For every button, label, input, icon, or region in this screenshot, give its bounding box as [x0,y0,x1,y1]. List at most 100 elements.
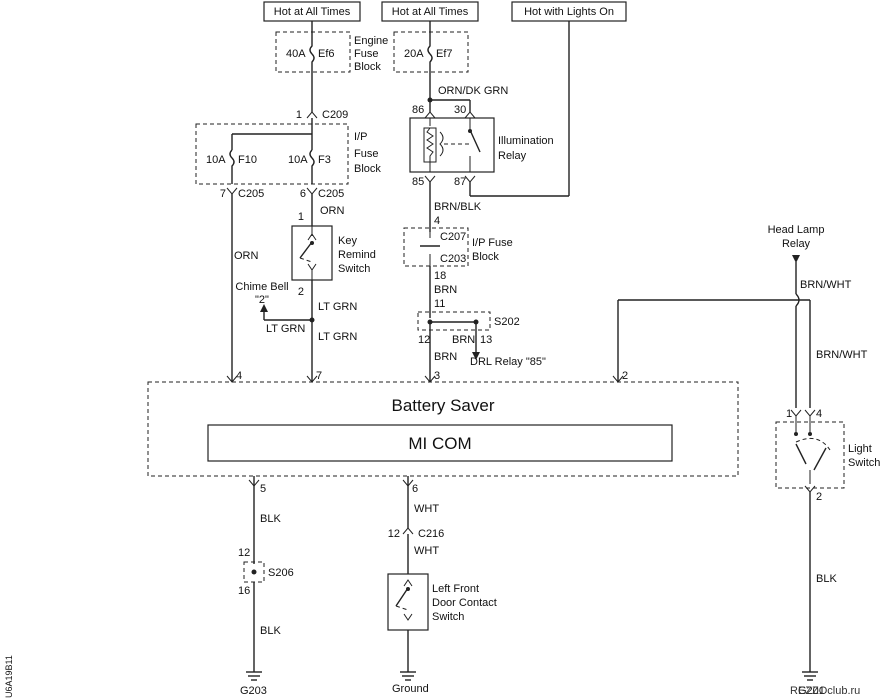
battery-saver-title: Battery Saver [392,396,495,415]
svg-text:12: 12 [238,547,250,559]
svg-text:86: 86 [412,104,424,116]
svg-text:1: 1 [298,211,304,223]
svg-text:I/P Fuse: I/P Fuse [472,237,513,249]
svg-text:Fuse: Fuse [354,48,378,60]
engine-fuse-block: 40A Ef6 Engine Fuse Block [275,31,388,73]
svg-text:6: 6 [300,188,306,200]
svg-text:Hot with Lights On: Hot with Lights On [524,6,614,18]
svg-text:20A: 20A [404,48,424,60]
svg-text:Ef6: Ef6 [318,48,335,60]
source-hot-always-2: Hot at All Times [381,1,479,22]
svg-text:3: 3 [434,370,440,382]
svg-text:Engine: Engine [354,35,388,47]
ground-g203: G203 [240,671,267,697]
watermark: REZZOclub.ru [790,685,860,697]
wire-label-wht-2: WHT [414,545,439,557]
svg-text:1: 1 [786,408,792,420]
svg-text:85: 85 [412,176,424,188]
svg-text:2: 2 [622,370,628,382]
svg-text:40A: 40A [286,48,306,60]
svg-text:Switch: Switch [848,457,880,469]
svg-text:C207: C207 [440,231,466,243]
light-switch: 1 4 Light Switch 2 [775,408,880,503]
wire-label-brn-wht-1: BRN/WHT [800,279,852,291]
svg-text:6: 6 [412,483,418,495]
svg-text:Head Lamp: Head Lamp [768,224,825,236]
wire-label-ltgrn-1: LT GRN [318,301,357,313]
svg-text:16: 16 [238,585,250,597]
side-code: U6A19B11 [4,655,14,698]
micom-label: MI COM [408,434,471,453]
svg-text:Block: Block [472,251,499,263]
wire-label-ltgrn-2: LT GRN [266,323,305,335]
wire-label-brn-1: BRN [434,284,457,296]
svg-text:Switch: Switch [338,263,370,275]
wire-label-brn-blk: BRN/BLK [434,201,482,213]
wire-label-orn-dkgrn: ORN/DK GRN [438,85,508,97]
svg-text:Remind: Remind [338,249,376,261]
svg-text:C216: C216 [418,528,444,540]
source-hot-lights-on: Hot with Lights On [511,1,627,22]
svg-text:5: 5 [260,483,266,495]
svg-text:13: 13 [480,334,492,346]
svg-text:7: 7 [316,370,322,382]
svg-text:2: 2 [816,491,822,503]
svg-text:I/P: I/P [354,131,367,143]
svg-text:7: 7 [220,188,226,200]
source-hot-always-1: Hot at All Times [263,1,361,22]
svg-text:Hot at All Times: Hot at All Times [274,6,351,18]
svg-text:Block: Block [354,163,381,175]
svg-text:18: 18 [434,270,446,282]
svg-text:Light: Light [848,443,872,455]
svg-text:Block: Block [354,61,381,73]
splice-s206: 12 S206 16 [238,547,294,597]
ground-g201: G201 [798,671,825,697]
svg-text:C203: C203 [440,253,466,265]
battery-saver-module: 4 7 3 2 Battery Saver MI COM 5 6 [147,370,739,495]
svg-text:12: 12 [418,334,430,346]
svg-text:Left Front: Left Front [432,583,479,595]
wire-label-orn: ORN [320,205,345,217]
wire-label-blk-3: BLK [816,573,837,585]
svg-text:F3: F3 [318,154,331,166]
svg-text:F10: F10 [238,154,257,166]
fuse-ef7: 20A Ef7 [393,31,469,73]
svg-text:12: 12 [388,528,400,540]
svg-text:10A: 10A [288,154,308,166]
svg-text:30: 30 [454,104,466,116]
wire-label-wht-1: WHT [414,503,439,515]
svg-text:11: 11 [434,298,445,310]
svg-text:Switch: Switch [432,611,464,623]
svg-text:4: 4 [236,370,242,382]
svg-text:C209: C209 [322,109,348,121]
svg-text:C205: C205 [238,188,264,200]
key-remind-switch: 1 Key Remind Switch 2 [291,211,376,298]
wire-label-blk-1: BLK [260,513,281,525]
svg-text:Ef7: Ef7 [436,48,453,60]
wire-label-brn-2: BRN [452,334,475,346]
svg-text:87: 87 [454,176,466,188]
svg-text:Relay: Relay [782,238,811,250]
svg-text:1: 1 [296,109,302,121]
svg-text:Ground: Ground [392,683,429,695]
svg-text:G203: G203 [240,685,267,697]
svg-text:G201: G201 [798,685,825,697]
connector-c205-a: 7 C205 [220,187,264,200]
svg-text:C205: C205 [318,188,344,200]
splice-s202: 11 S202 12 13 [417,298,520,346]
svg-text:Key: Key [338,235,357,247]
svg-text:Fuse: Fuse [354,148,378,160]
svg-text:S206: S206 [268,567,294,579]
svg-text:"2": "2" [255,294,269,306]
illumination-relay: 86 30 Illumination Relay 85 87 [409,104,554,188]
svg-text:Illumination: Illumination [498,135,554,147]
head-lamp-relay: Head Lamp Relay [768,224,825,250]
ip-fuse-block: 10A F10 10A F3 I/P Fuse Block [195,123,381,185]
svg-text:Door Contact: Door Contact [432,597,497,609]
chime-bell: Chime Bell "2" [235,281,288,306]
svg-text:4: 4 [434,215,440,227]
connector-c209: 1 C209 [296,109,348,121]
wire-label-ltgrn-3: LT GRN [318,331,357,343]
drl-relay-label: DRL Relay "85" [470,356,546,368]
